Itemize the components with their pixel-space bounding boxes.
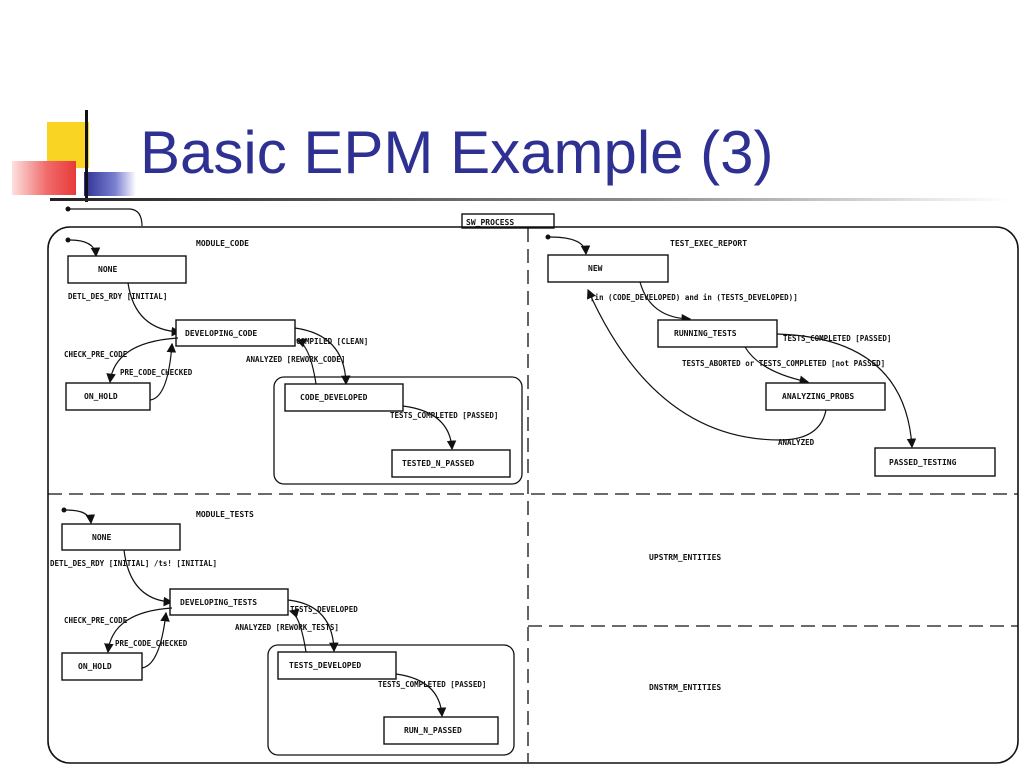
root-label-box bbox=[461, 213, 555, 229]
ter-transition-analyzed: ANALYZED bbox=[778, 438, 815, 447]
mc-state-on-hold-label: ON_HOLD bbox=[84, 392, 118, 401]
mt-transition-rework: ANALYZED [REWORK_TESTS] bbox=[235, 623, 339, 632]
root-default-arrow bbox=[70, 208, 143, 227]
mc-state-tested-label: TESTED_N_PASSED bbox=[402, 459, 474, 468]
mt-state-on-hold-label: ON_HOLD bbox=[78, 662, 112, 671]
mt-state-run-label: RUN_N_PASSED bbox=[404, 726, 462, 735]
mt-transition-start: DETL_DES_RDY [INITIAL] /ts! [INITIAL] bbox=[50, 559, 217, 568]
root-default-dot bbox=[65, 206, 71, 212]
ter-default-dot bbox=[545, 234, 551, 240]
title-underline bbox=[50, 198, 1010, 201]
ter-transition-aborted: TESTS_ABORTED or TESTS_COMPLETED [not PA… bbox=[682, 359, 885, 368]
mt-developed-superstate bbox=[267, 644, 515, 756]
accent-vertical-line bbox=[85, 110, 88, 202]
mt-state-none bbox=[61, 523, 181, 551]
slide-title: Basic EPM Example (3) bbox=[140, 119, 774, 186]
mt-arrow-start bbox=[123, 549, 174, 607]
mt-state-run bbox=[383, 716, 499, 745]
mc-transition-start: DETL_DES_RDY [INITIAL] bbox=[68, 292, 167, 301]
upstrm-entities-label: UPSTRM_ENTITIES bbox=[649, 553, 721, 562]
mc-arrow-checked bbox=[149, 342, 177, 401]
mt-state-developing bbox=[169, 588, 289, 616]
mc-transition-rework: ANALYZED [REWORK_CODE] bbox=[246, 355, 345, 364]
mc-state-developed-label: CODE_DEVELOPED bbox=[300, 393, 368, 402]
ter-default-arrow bbox=[549, 236, 591, 256]
ter-arrow-analyzed bbox=[587, 288, 827, 441]
root-label: SW_PROCESS bbox=[466, 218, 514, 227]
dnstrm-entities-label: DNSTRM_ENTITIES bbox=[649, 683, 721, 692]
mc-arrow-start bbox=[127, 282, 182, 337]
mt-state-on-hold bbox=[61, 652, 143, 681]
accent-blue-bar bbox=[84, 172, 136, 196]
ter-state-new bbox=[547, 254, 669, 283]
ter-name: TEST_EXEC_REPORT bbox=[670, 239, 747, 248]
mc-state-on-hold bbox=[65, 382, 151, 411]
mc-state-tested bbox=[391, 449, 511, 478]
mt-transition-completed: TESTS_DEVELOPED bbox=[290, 605, 358, 614]
mc-state-none-label: NONE bbox=[98, 265, 117, 274]
mt-state-developed-label: TESTS_DEVELOPED bbox=[289, 661, 361, 670]
mt-transition-check: CHECK_PRE_CODE bbox=[64, 616, 128, 625]
mt-arrow-check bbox=[104, 607, 173, 654]
mc-state-developing-label: DEVELOPING_CODE bbox=[185, 329, 257, 338]
test-exec-report-region: TEST_EXEC_REPORT NEW [in (CODE_DEVELOPED… bbox=[545, 234, 996, 477]
mt-arrow-rework bbox=[288, 608, 307, 653]
mt-default-arrow bbox=[65, 509, 96, 525]
mc-transition-checked: PRE_CODE_CHECKED bbox=[120, 368, 193, 377]
module-tests-region: MODULE_TESTS NONE DETL_DES_RDY [INITIAL]… bbox=[50, 507, 515, 756]
mt-state-none-label: NONE bbox=[92, 533, 111, 542]
ter-state-analyzing-label: ANALYZING_PROBS bbox=[782, 392, 854, 401]
mc-arrow-tests-done bbox=[402, 405, 457, 451]
module-code-name: MODULE_CODE bbox=[196, 239, 249, 248]
ter-state-passed bbox=[874, 447, 996, 477]
ter-arrow-start bbox=[639, 281, 692, 324]
mt-state-developed bbox=[277, 651, 397, 680]
mt-arrow-checked bbox=[141, 611, 170, 669]
mc-default-dot bbox=[65, 237, 71, 243]
module-code-region: MODULE_CODE NONE DETL_DES_RDY [INITIAL] … bbox=[64, 237, 523, 485]
ter-transition-passed: TESTS_COMPLETED [PASSED] bbox=[783, 334, 891, 343]
accent-yellow-square bbox=[47, 122, 89, 168]
ter-state-new-label: NEW bbox=[588, 264, 603, 273]
mt-default-dot bbox=[61, 507, 67, 513]
mt-state-developing-label: DEVELOPING_TESTS bbox=[180, 598, 257, 607]
ter-state-passed-label: PASSED_TESTING bbox=[889, 458, 957, 467]
ter-transition-start: [in (CODE_DEVELOPED) and in (TESTS_DEVEL… bbox=[590, 293, 798, 302]
mc-transition-completed: COMPILED [CLEAN] bbox=[296, 337, 368, 346]
module-tests-name: MODULE_TESTS bbox=[196, 510, 254, 519]
mc-arrow-rework bbox=[295, 338, 317, 385]
mc-state-developed bbox=[284, 383, 404, 412]
mc-state-none bbox=[67, 255, 187, 284]
mc-arrow-check bbox=[106, 337, 179, 384]
mc-transition-tests-done: TESTS_COMPLETED [PASSED] bbox=[390, 411, 498, 420]
ter-state-running-label: RUNNING_TESTS bbox=[674, 329, 737, 338]
mc-state-developing bbox=[175, 319, 296, 347]
mc-default-arrow bbox=[69, 239, 101, 258]
mt-arrow-tests-done bbox=[395, 673, 447, 718]
ter-state-running bbox=[657, 319, 778, 348]
accent-red-bar bbox=[12, 161, 76, 195]
mc-arrow-completed bbox=[294, 327, 351, 386]
mt-transition-checked: PRE_CODE_CHECKED bbox=[115, 639, 188, 648]
ter-arrow-aborted bbox=[744, 346, 810, 385]
mt-transition-tests-done: TESTS_COMPLETED [PASSED] bbox=[378, 680, 486, 689]
root-container bbox=[47, 226, 1019, 764]
mc-transition-check: CHECK_PRE_CODE bbox=[64, 350, 128, 359]
mt-arrow-completed bbox=[287, 599, 339, 653]
mc-developed-superstate bbox=[273, 376, 523, 485]
ter-arrow-passed bbox=[776, 333, 917, 449]
